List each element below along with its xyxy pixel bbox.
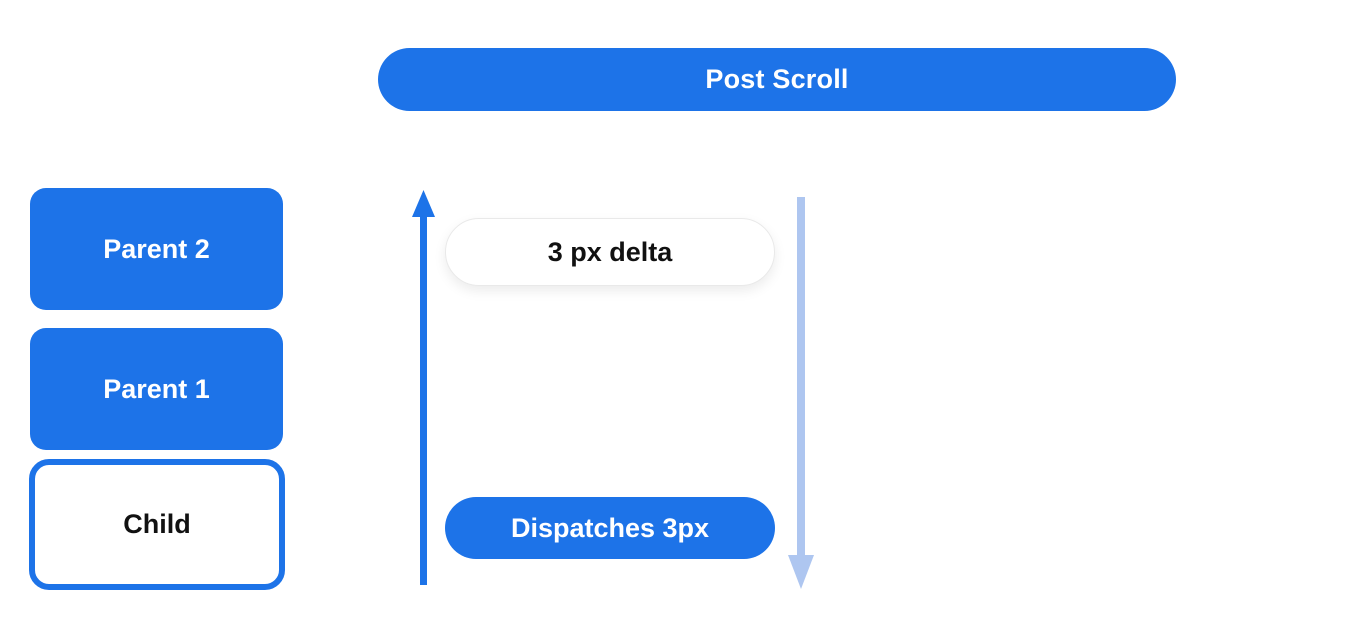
parent-1-box: Parent 1 — [30, 328, 283, 450]
down-arrow-icon — [788, 197, 814, 589]
parent-2-box: Parent 2 — [30, 188, 283, 310]
dispatches-pill: Dispatches 3px — [445, 497, 775, 559]
post-scroll-banner: Post Scroll — [378, 48, 1176, 111]
delta-pill: 3 px delta — [445, 218, 775, 286]
child-box: Child — [29, 459, 285, 590]
up-arrow-icon — [412, 190, 435, 585]
